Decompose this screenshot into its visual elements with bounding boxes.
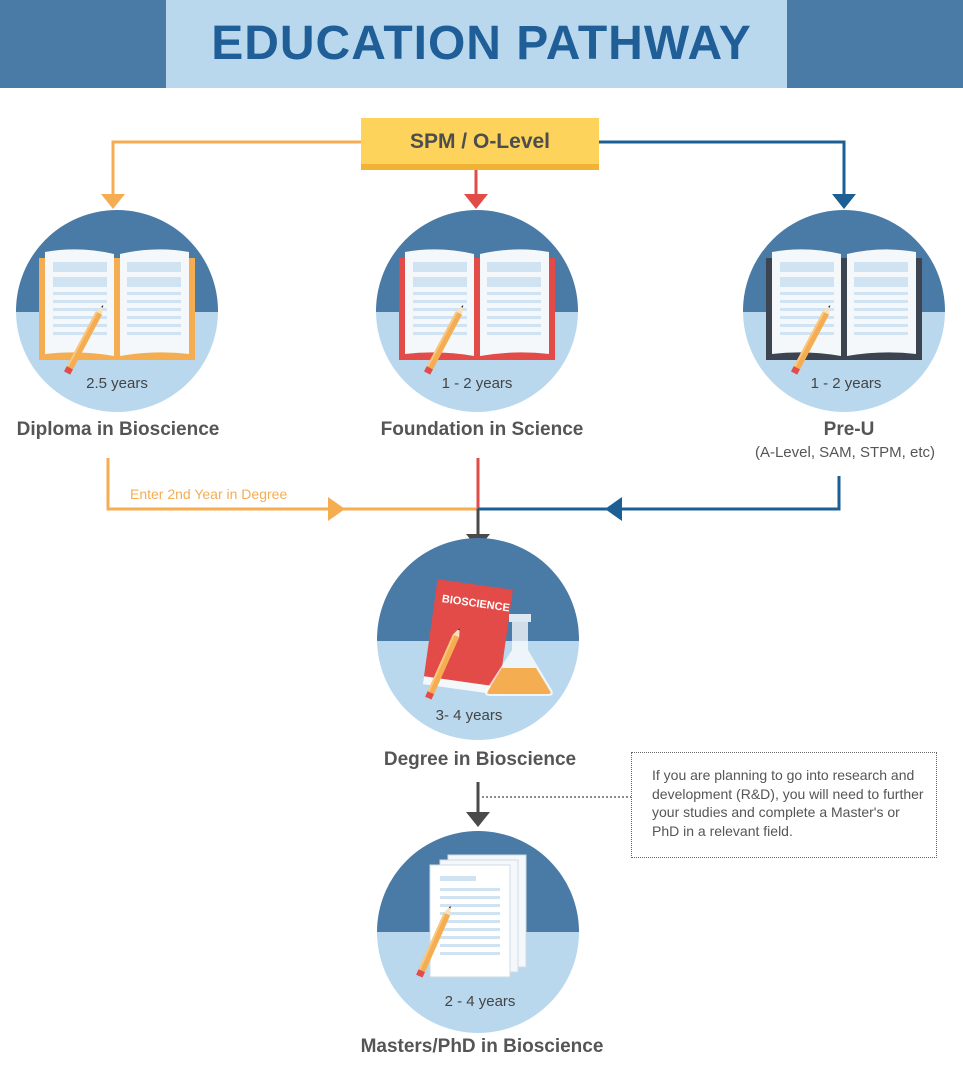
diploma-duration: 2.5 years — [86, 375, 148, 392]
arrowhead-diploma — [101, 194, 125, 209]
preu-duration: 1 - 2 years — [810, 375, 882, 392]
diploma-title: Diploma in Bioscience — [16, 419, 220, 440]
research-note: If you are planning to go into research … — [631, 752, 937, 858]
open-book-icon — [766, 249, 922, 360]
document-stack-icon — [429, 854, 527, 978]
flask-icon — [485, 614, 553, 696]
spm-label: SPM / O-Level — [409, 130, 551, 153]
edge-preu-degree — [478, 476, 841, 511]
preu-subtitle: (A-Level, SAM, STPM, etc) — [754, 444, 936, 461]
edge-spm-preu — [599, 140, 846, 198]
masters-circle — [377, 831, 579, 1033]
diploma-circle — [16, 210, 218, 412]
page-title: EDUCATION PATHWAY — [211, 17, 752, 70]
header-banner: EDUCATION PATHWAY — [0, 0, 963, 88]
masters-title: Masters/PhD in Bioscience — [360, 1036, 604, 1057]
arrowhead-preu — [832, 194, 856, 209]
edge-spm-diploma — [111, 140, 361, 198]
arrowhead-enter-2nd-year — [328, 497, 345, 521]
header-title-box — [166, 0, 787, 88]
preu-circle — [743, 210, 945, 412]
degree-title: Degree in Bioscience — [383, 749, 577, 770]
preu-title: Pre-U — [823, 419, 875, 440]
enter-2nd-year-label: Enter 2nd Year in Degree — [130, 486, 288, 502]
foundation-duration: 1 - 2 years — [441, 375, 513, 392]
spm-box — [361, 118, 599, 168]
open-book-icon — [39, 249, 195, 360]
edge-diploma-degree — [106, 458, 333, 511]
degree-circle: BIOSCIENCE — [377, 538, 579, 740]
degree-duration: 3- 4 years — [435, 707, 503, 724]
open-book-icon — [399, 249, 555, 360]
arrowhead-foundation — [464, 194, 488, 209]
foundation-circle — [376, 210, 578, 412]
masters-duration: 2 - 4 years — [444, 993, 516, 1010]
foundation-title: Foundation in Science — [380, 419, 584, 440]
arrowhead-preu-merge — [605, 497, 622, 521]
arrowhead-masters — [466, 812, 490, 827]
